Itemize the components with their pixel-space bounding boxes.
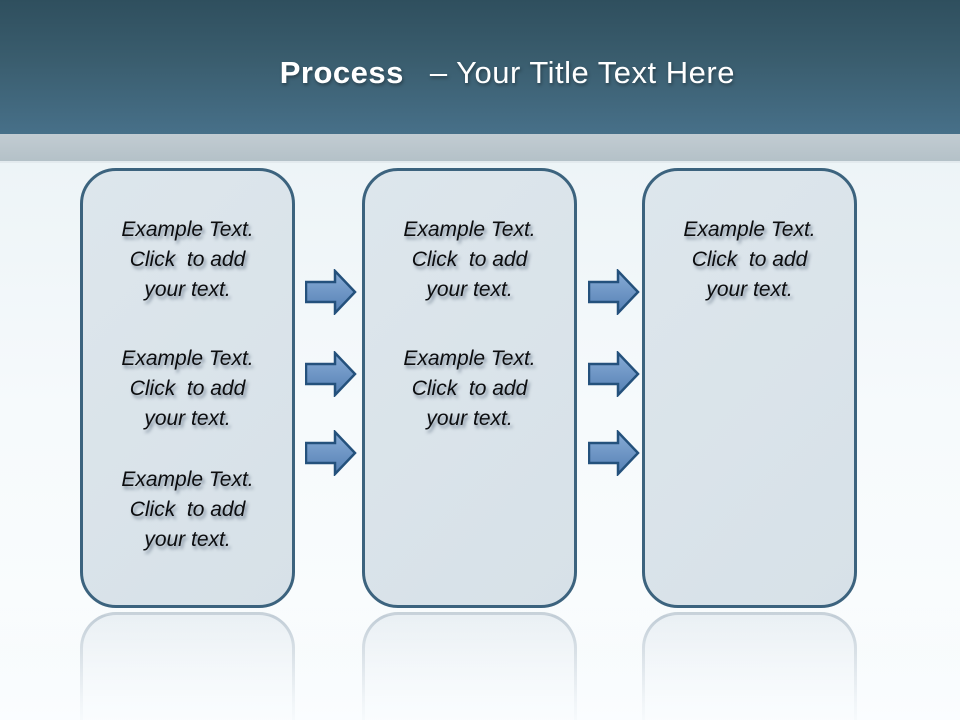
placeholder-line: Example Text. — [403, 218, 536, 241]
placeholder-line: Example Text. — [121, 218, 254, 241]
placeholder-line: Click to add — [129, 248, 246, 271]
right-arrow-icon — [304, 349, 357, 399]
slide-title: Process – Your Title Text Here — [225, 7, 735, 127]
placeholder-line: Click to add — [691, 248, 808, 271]
placeholder-line: Click to add — [411, 248, 528, 271]
text-placeholder[interactable]: Example Text. Click to add your text. — [87, 465, 288, 555]
placeholder-line: your text. — [144, 528, 231, 551]
placeholder-line: your text. — [706, 278, 793, 301]
process-box-3: Example Text. Click to add your text. — [642, 168, 857, 608]
right-arrow-icon — [304, 428, 357, 478]
right-arrow-icon — [304, 267, 357, 317]
placeholder-line: Click to add — [129, 377, 246, 400]
process-box-1-reflection — [80, 612, 295, 720]
right-arrow-icon — [587, 349, 640, 399]
placeholder-line: Click to add — [129, 498, 246, 521]
placeholder-line: Example Text. — [121, 468, 254, 491]
placeholder-line: Example Text. — [683, 218, 816, 241]
process-box-2-reflection — [362, 612, 577, 720]
right-arrow-icon — [587, 267, 640, 317]
text-placeholder[interactable]: Example Text. Click to add your text. — [369, 215, 570, 305]
placeholder-line: your text. — [426, 407, 513, 430]
placeholder-line: Example Text. — [121, 347, 254, 370]
text-placeholder[interactable]: Example Text. Click to add your text. — [649, 215, 850, 305]
header-divider-band — [0, 134, 960, 163]
placeholder-line: your text. — [144, 278, 231, 301]
text-placeholder[interactable]: Example Text. Click to add your text. — [369, 344, 570, 434]
placeholder-line: Click to add — [411, 377, 528, 400]
slide-title-text: – Your Title Text Here — [429, 55, 735, 90]
right-arrow-icon — [587, 428, 640, 478]
text-placeholder[interactable]: Example Text. Click to add your text. — [87, 215, 288, 305]
placeholder-line: your text. — [426, 278, 513, 301]
placeholder-line: your text. — [144, 407, 231, 430]
title-bar: Process – Your Title Text Here — [0, 0, 960, 134]
slide-title-keyword: Process — [279, 55, 404, 90]
placeholder-line: Example Text. — [403, 347, 536, 370]
text-placeholder[interactable]: Example Text. Click to add your text. — [87, 344, 288, 434]
process-box-3-reflection — [642, 612, 857, 720]
